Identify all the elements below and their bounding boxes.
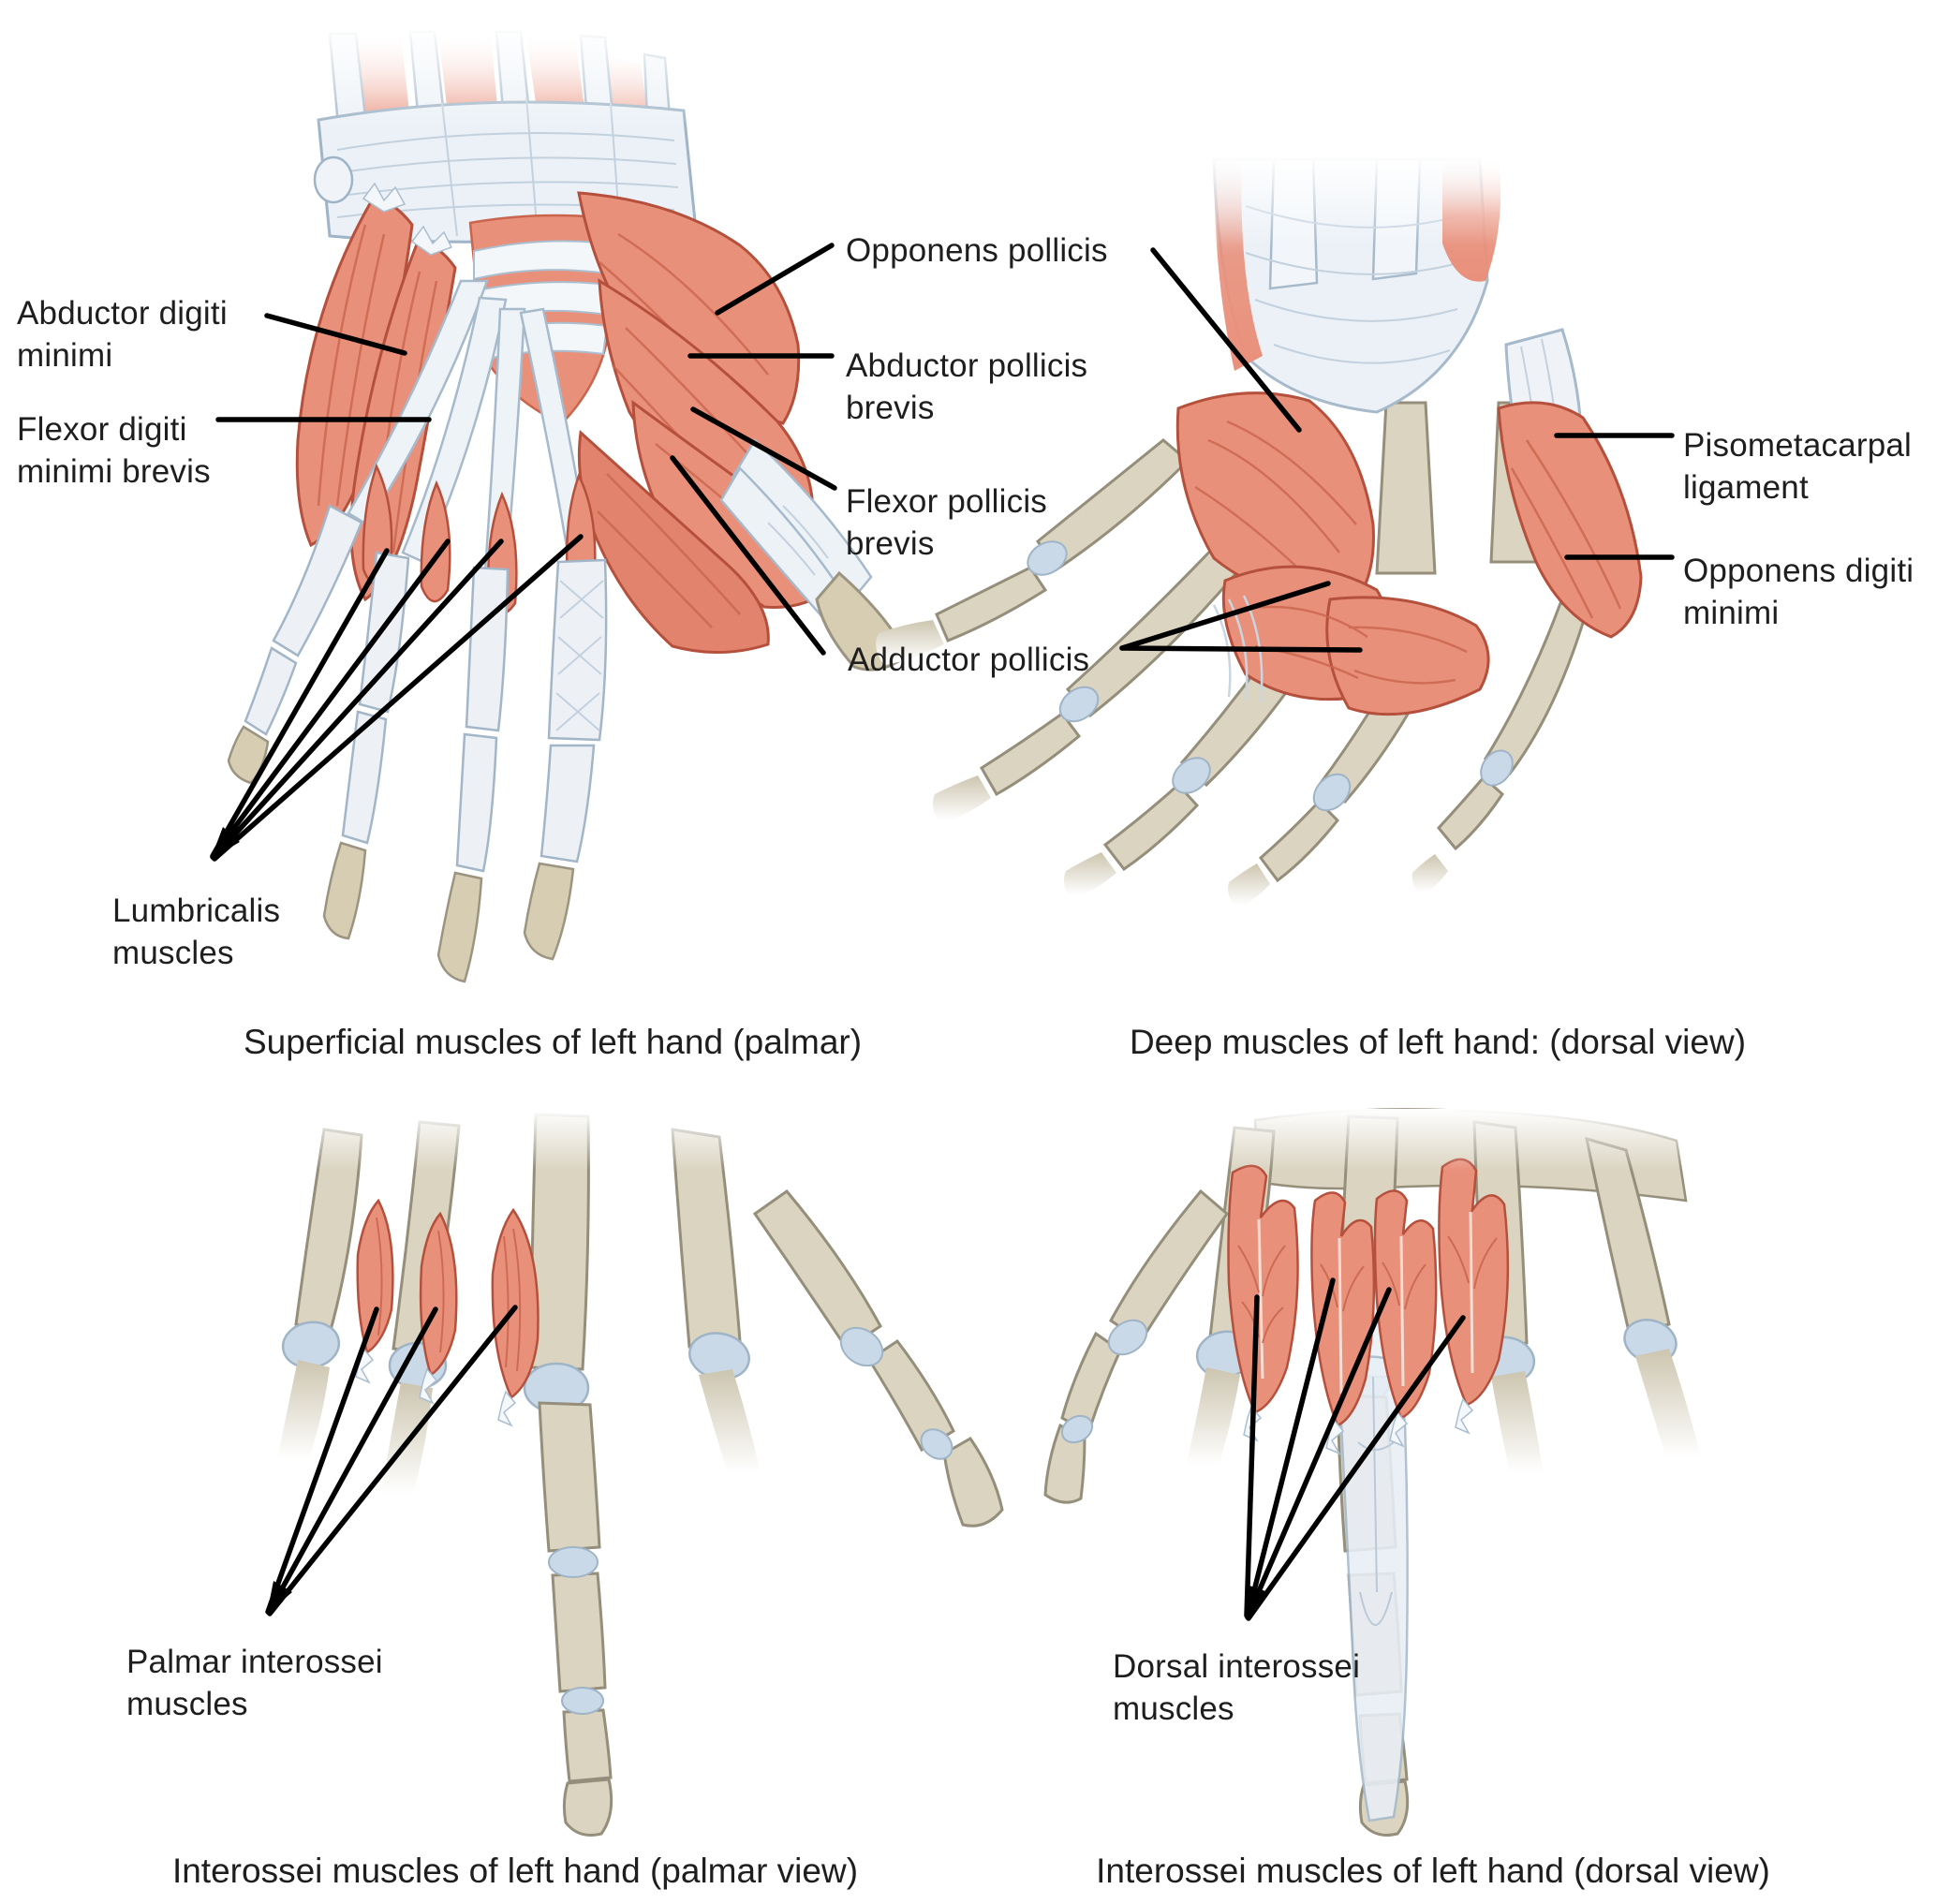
middle-finger-chain xyxy=(538,1401,613,1837)
caption-superficial-palmar: Superficial muscles of left hand (palmar… xyxy=(243,1023,863,1061)
interossei-palmar-hand-illustration xyxy=(140,1109,1030,1837)
adductor-pollicis-deep-muscle-head2 xyxy=(1325,596,1490,716)
label-opponens-pollicis: Opponens pollicis xyxy=(846,232,1108,269)
superficial-palmar-hand-illustration xyxy=(227,24,909,983)
leader-abductor-digiti-minimi xyxy=(264,313,407,356)
tendon-sheath-crosshatch xyxy=(555,580,604,731)
palmar-interossei-muscles-group xyxy=(355,1198,539,1427)
thumb-bones xyxy=(752,1188,1004,1528)
finger-tips xyxy=(227,725,575,983)
fingers xyxy=(227,504,608,983)
leader-palmar-interossei xyxy=(265,1305,518,1616)
label-dorsal-interossei-muscles: Dorsal interossei muscles xyxy=(1113,1648,1361,1727)
label-abductor-pollicis-brevis: Abductor pollicis brevis xyxy=(846,347,1088,426)
leader-adductor-pollicis-right-upper xyxy=(1119,581,1331,651)
leader-opponens-pollicis-left xyxy=(715,243,835,316)
thumb-bones-dorsal xyxy=(1043,1188,1230,1504)
dorsal-interossei-muscles-group xyxy=(1227,1158,1510,1455)
caption-interossei-palmar: Interossei muscles of left hand (palmar … xyxy=(171,1852,859,1890)
joint-capsules xyxy=(1027,540,1514,812)
leader-opponens-pollicis-right xyxy=(1150,247,1302,433)
deep-dorsal-hand-illustration xyxy=(876,155,1643,908)
label-lumbricalis-muscles: Lumbricalis muscles xyxy=(112,893,281,971)
extensor-tendon-hood xyxy=(1339,1355,1409,1823)
leader-flexor-pollicis-brevis xyxy=(690,406,837,491)
opponens-pollicis-deep-muscle xyxy=(1175,391,1375,613)
caption-interossei-dorsal: Interossei muscles of left hand (dorsal … xyxy=(1096,1852,1770,1890)
leader-adductor-pollicis-left xyxy=(670,455,826,656)
leader-adductor-pollicis-right-lower xyxy=(1119,645,1363,653)
deep-muscles xyxy=(1175,391,1643,716)
leader-dorsal-interossei xyxy=(1244,1277,1466,1621)
label-abductor-digiti-minimi: Abductor digiti minimi xyxy=(17,295,228,374)
leader-lumbricalis xyxy=(210,534,584,862)
label-palmar-interossei-muscles: Palmar interossei muscles xyxy=(126,1644,383,1722)
leader-lines xyxy=(210,243,1675,1621)
metacarpal-bones xyxy=(294,1113,742,1371)
label-adductor-pollicis: Adductor pollicis xyxy=(848,642,1090,678)
label-opponens-digiti-minimi: Opponens digiti minimi xyxy=(1683,553,1914,631)
label-flexor-pollicis-brevis: Flexor pollicis brevis xyxy=(846,483,1047,562)
label-flexor-digiti-minimi-brevis: Flexor digiti minimi brevis xyxy=(17,411,211,490)
phalanx-stubs-dorsal xyxy=(1186,1349,1701,1482)
caption-deep-dorsal: Deep muscles of left hand: (dorsal view) xyxy=(1129,1023,1747,1061)
label-pisometacarpal-ligament: Pisometacarpal ligament xyxy=(1683,427,1913,506)
